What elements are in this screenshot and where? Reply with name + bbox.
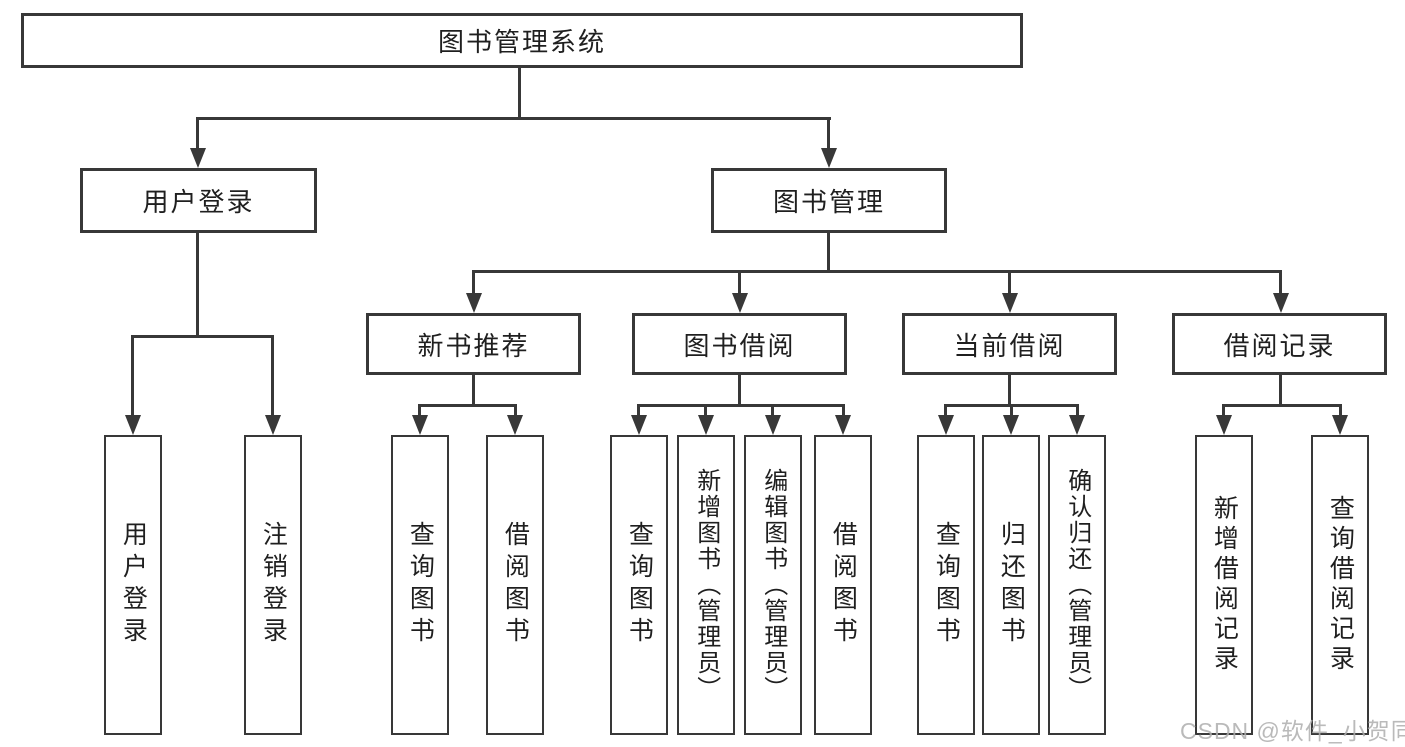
node-book-borrow-label: 图书借阅 [683,330,796,361]
arrowhead-down-icon [190,148,206,168]
connector-book-management-stem [827,233,830,272]
node-book-borrow: 图书借阅 [632,313,847,375]
arrowhead-down-icon [732,293,748,313]
connector-leaf [418,404,421,417]
connector-to-leaf-logout [271,335,274,417]
connector-to-borrow-records [1279,270,1282,295]
leaf-borrow-books-2: 借阅图书 [814,435,872,735]
csdn-watermark: CSDN @软件_小贺同学 [1180,718,1405,744]
arrowhead-down-icon [835,415,851,435]
node-root: 图书管理系统 [21,13,1023,68]
arrowhead-down-icon [1003,415,1019,435]
leaf-borrow-books-2-label: 借阅图书 [829,521,858,649]
connector-to-current-borrow [1008,270,1011,295]
connector-leaf [1010,404,1013,417]
arrowhead-down-icon [1069,415,1085,435]
leaf-query-books-3: 查询图书 [917,435,975,735]
arrowhead-down-icon [1332,415,1348,435]
leaf-logout: 注销登录 [244,435,302,735]
leaf-query-books-1-label: 查询图书 [406,521,435,649]
leaf-add-books-admin-label: 新增图书（管理员） [692,468,720,702]
node-user-login: 用户登录 [80,168,317,233]
connector-new-book-stem [472,375,475,406]
connector-leaf [637,404,640,417]
connector-leaf [1076,404,1079,417]
node-book-management: 图书管理 [711,168,947,233]
connector-leaf [771,404,774,417]
leaf-user-login: 用户登录 [104,435,162,735]
leaf-logout-label: 注销登录 [259,521,288,649]
arrowhead-down-icon [631,415,647,435]
leaf-query-borrow-record: 查询借阅记录 [1311,435,1369,735]
connector-to-new-book [472,270,475,295]
arrowhead-down-icon [265,415,281,435]
connector-book-borrow-stem [738,375,741,406]
node-borrow-records-label: 借阅记录 [1223,330,1336,361]
node-book-management-label: 图书管理 [772,187,885,217]
arrowhead-down-icon [507,415,523,435]
leaf-query-borrow-record-label: 查询借阅记录 [1326,495,1355,675]
node-user-login-label: 用户登录 [142,187,255,217]
leaf-query-books-1: 查询图书 [391,435,449,735]
node-borrow-records: 借阅记录 [1172,313,1387,375]
connector-user-login-stem [196,233,199,337]
connector-to-user-login [196,117,199,150]
leaf-user-login-label: 用户登录 [119,521,148,649]
leaf-borrow-books-1-label: 借阅图书 [501,521,530,649]
connector-leaf [842,404,845,417]
leaf-return-books-label: 归还图书 [997,521,1026,649]
leaf-confirm-return-admin-label: 确认归还（管理员） [1063,468,1091,702]
node-new-book-recommend-label: 新书推荐 [417,330,530,361]
connector-current-borrow-stem [1008,375,1011,406]
leaf-return-books: 归还图书 [982,435,1040,735]
arrowhead-down-icon [1002,293,1018,313]
leaf-add-borrow-record: 新增借阅记录 [1195,435,1253,735]
connector-root-stem [518,68,521,118]
connector-leaf [944,404,947,417]
node-current-borrow-label: 当前借阅 [953,330,1066,361]
arrowhead-down-icon [466,293,482,313]
arrowhead-down-icon [765,415,781,435]
arrowhead-down-icon [125,415,141,435]
connector-leaf [514,404,517,417]
arrowhead-down-icon [821,148,837,168]
connector-book-borrow-branch [637,404,845,407]
connector-new-book-branch [418,404,517,407]
leaf-query-books-2-label: 查询图书 [625,521,654,649]
leaf-add-borrow-record-label: 新增借阅记录 [1210,495,1239,675]
connector-to-book-borrow [738,270,741,295]
arrowhead-down-icon [1216,415,1232,435]
leaf-query-books-2: 查询图书 [610,435,668,735]
connector-leaf [1339,404,1342,417]
leaf-add-books-admin: 新增图书（管理员） [677,435,735,735]
arrowhead-down-icon [938,415,954,435]
connector-root-branch [197,117,831,120]
connector-borrow-records-branch [1222,404,1342,407]
leaf-borrow-books-1: 借阅图书 [486,435,544,735]
leaf-edit-books-admin-label: 编辑图书（管理员） [759,468,787,702]
leaf-confirm-return-admin: 确认归还（管理员） [1048,435,1106,735]
connector-to-book-management [827,117,830,150]
arrowhead-down-icon [698,415,714,435]
node-root-label: 图书管理系统 [437,27,606,57]
connector-level3-branch [472,270,1282,273]
node-new-book-recommend: 新书推荐 [366,313,581,375]
connector-user-login-branch [131,335,274,338]
leaf-edit-books-admin: 编辑图书（管理员） [744,435,802,735]
node-current-borrow: 当前借阅 [902,313,1117,375]
connector-borrow-records-stem [1279,375,1282,406]
connector-leaf [1222,404,1225,417]
arrowhead-down-icon [412,415,428,435]
connector-to-leaf-login [131,335,134,417]
arrowhead-down-icon [1273,293,1289,313]
leaf-query-books-3-label: 查询图书 [932,521,961,649]
connector-leaf [704,404,707,417]
